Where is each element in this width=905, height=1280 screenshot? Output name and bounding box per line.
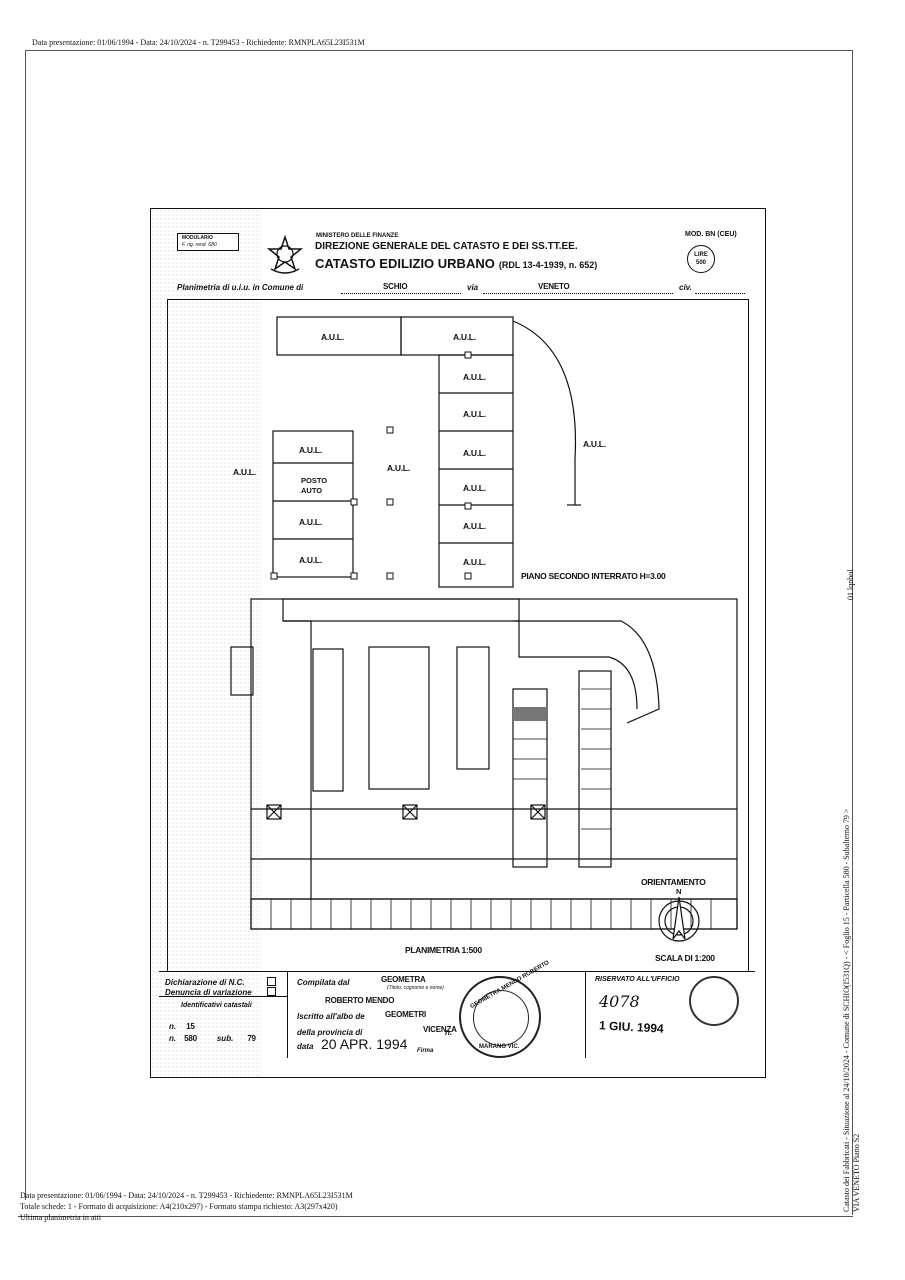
plan-label-scala: SCALA DI 1:200	[655, 953, 715, 963]
via-dots	[483, 293, 673, 294]
plan-column-right	[438, 354, 514, 588]
seal-bottom-text: MARANO VIC.	[479, 1044, 520, 1050]
side-page-tag: 01 lqnbol	[846, 569, 855, 600]
side-catasto-line: Catasto dei Fabbricati - Situazione al 2…	[842, 808, 851, 1212]
planimetria-label: Planimetria di u.i.u. in Comune di	[177, 283, 304, 292]
plan-label-aul-10: A.U.L.	[299, 517, 322, 527]
modulario-box: MODULARIO F. rig. rend. 680	[177, 233, 239, 251]
plan-label-aul-1: A.U.L.	[321, 332, 344, 342]
denuncia-checkbox	[267, 987, 276, 996]
stamp-lire: LIRE	[694, 252, 708, 258]
compilata-hint: (Titolo, cognome e nome)	[387, 985, 444, 991]
compass-north: N	[676, 887, 681, 896]
plan-label-posto: POSTO	[301, 476, 327, 485]
provincia-value: VICENZA	[423, 1025, 457, 1034]
plan-label-auto: AUTO	[301, 486, 322, 495]
subalterno-value: 79	[247, 1034, 256, 1043]
iscritto-label: Iscritto all'albo de	[297, 1012, 365, 1021]
foglio-prefix: n.	[169, 1022, 177, 1031]
footer-line-1: Data presentazione: 01/06/1994 - Data: 2…	[20, 1191, 353, 1200]
frame-right-line	[852, 50, 853, 1215]
frame-left-line	[25, 50, 26, 1200]
foglio-row: n. 15	[169, 1016, 195, 1034]
catasto-form-sheet: MODULARIO F. rig. rend. 680 MINISTERO DE…	[150, 208, 766, 1078]
frame-top-line	[25, 50, 853, 51]
ministry-label: MINISTERO DELLE FINANZE	[316, 233, 399, 239]
comune-value: SCHIO	[383, 282, 408, 291]
plan-label-aul-5: A.U.L.	[463, 448, 486, 458]
geometra-seal: GEOMETRA MENDO ROBERTO MARANO VIC.	[459, 960, 550, 1058]
foglio-value: 15	[186, 1022, 195, 1031]
side-via-line: VIA VENETO Piano S2	[852, 1133, 861, 1212]
civ-label: civ.	[679, 283, 692, 292]
office-stamp	[689, 976, 739, 1026]
plan-label-scale: PLANIMETRIA 1:500	[405, 945, 482, 955]
plan-label-aul-12: A.U.L.	[387, 463, 410, 473]
compilata-role: GEOMETRA	[381, 975, 426, 984]
plan-ramp-lower	[513, 620, 660, 724]
catasto-ref: (RDL 13-4-1939, n. 652)	[498, 260, 598, 270]
header-presentation-line: Data presentazione: 01/06/1994 - Data: 2…	[32, 38, 365, 47]
via-value: VENETO	[538, 282, 570, 291]
plan-label-orientamento: ORIENTAMENTO	[641, 877, 706, 887]
plan-label-aul-6: A.U.L.	[463, 483, 486, 493]
particella-row: n. 580 sub. 79	[169, 1028, 256, 1046]
compilata-label: Compilata dal	[297, 978, 350, 987]
footer-line-2: Totale schede: 1 - Formato di acquisizio…	[20, 1202, 338, 1211]
hand-number: 4078	[599, 992, 640, 1011]
plan-label-aul-14: A.U.L.	[583, 439, 606, 449]
plan-label-piano: PIANO SECONDO INTERRATO H=3.00	[521, 571, 666, 581]
data-value: 20 APR. 1994	[321, 1036, 408, 1052]
denuncia-label: Denuncia di variazione	[165, 988, 252, 997]
plan-label-aul-9: A.U.L.	[299, 445, 322, 455]
footer-line-3: Ultima planimetria in atti	[20, 1213, 102, 1222]
floor-plan: A.U.L. A.U.L. A.U.L. A.U.L. A.U.L. A.U.L…	[230, 316, 738, 963]
via-label: via	[467, 283, 479, 292]
riservato-label: RISERVATO ALL'UFFICIO	[595, 976, 680, 983]
plan-ramp-upper	[512, 320, 577, 505]
stamp-value: 500	[695, 260, 706, 266]
stamp-circle: LIRE 500	[687, 245, 715, 273]
bottom-form: Dichiarazione di N.C. Denuncia di variaz…	[159, 960, 755, 1058]
direction-label: DIREZIONE GENERALE DEL CATASTO E DEI SS.…	[315, 241, 578, 252]
plan-label-aul-7: A.U.L.	[463, 521, 486, 531]
plan-label-aul-8: A.U.L.	[463, 557, 486, 567]
catasto-title: CATASTO EDILIZIO URBANO (RDL 13-4-1939, …	[315, 255, 597, 273]
provincia-label: della provincia di	[297, 1028, 363, 1037]
particella-value: 580	[184, 1034, 197, 1043]
plan-label-aul-11: A.U.L.	[299, 555, 322, 565]
hand-date: 1 GIU. 1994	[598, 1018, 665, 1036]
model-label: MOD. BN (CEU)	[685, 231, 737, 238]
compilata-name: ROBERTO MENDO	[325, 996, 395, 1005]
modulario-label: MODULARIO	[182, 235, 213, 241]
dichiarazione-checkbox	[267, 977, 276, 986]
dichiarazione-label: Dichiarazione di N.C.	[165, 978, 245, 987]
plan-label-aul-4: A.U.L.	[463, 409, 486, 419]
civ-dots	[695, 293, 745, 294]
sub-label: sub.	[216, 1034, 234, 1043]
data-label: data	[297, 1042, 314, 1051]
drawing-frame	[167, 299, 749, 971]
iscritto-value: GEOMETRI	[385, 1010, 427, 1019]
identificativi-label: Identificativi catastali	[181, 1002, 252, 1009]
firma-label: Firma	[417, 1048, 434, 1054]
catasto-label: CATASTO EDILIZIO URBANO	[315, 256, 495, 271]
n-label: n.	[445, 1028, 453, 1037]
plan-label-aul-2: A.U.L.	[453, 332, 476, 342]
compass-icon	[658, 896, 700, 942]
particella-prefix: n.	[169, 1034, 177, 1043]
plan-label-aul-13: A.U.L.	[233, 467, 256, 477]
republic-emblem-icon	[266, 234, 304, 275]
plan-label-aul-3: A.U.L.	[463, 372, 486, 382]
modulario-sub: F. rig. rend. 680	[182, 242, 217, 248]
frame-bottom-line	[18, 1216, 853, 1217]
comune-dots	[341, 293, 461, 294]
scan-noise	[151, 209, 261, 1077]
